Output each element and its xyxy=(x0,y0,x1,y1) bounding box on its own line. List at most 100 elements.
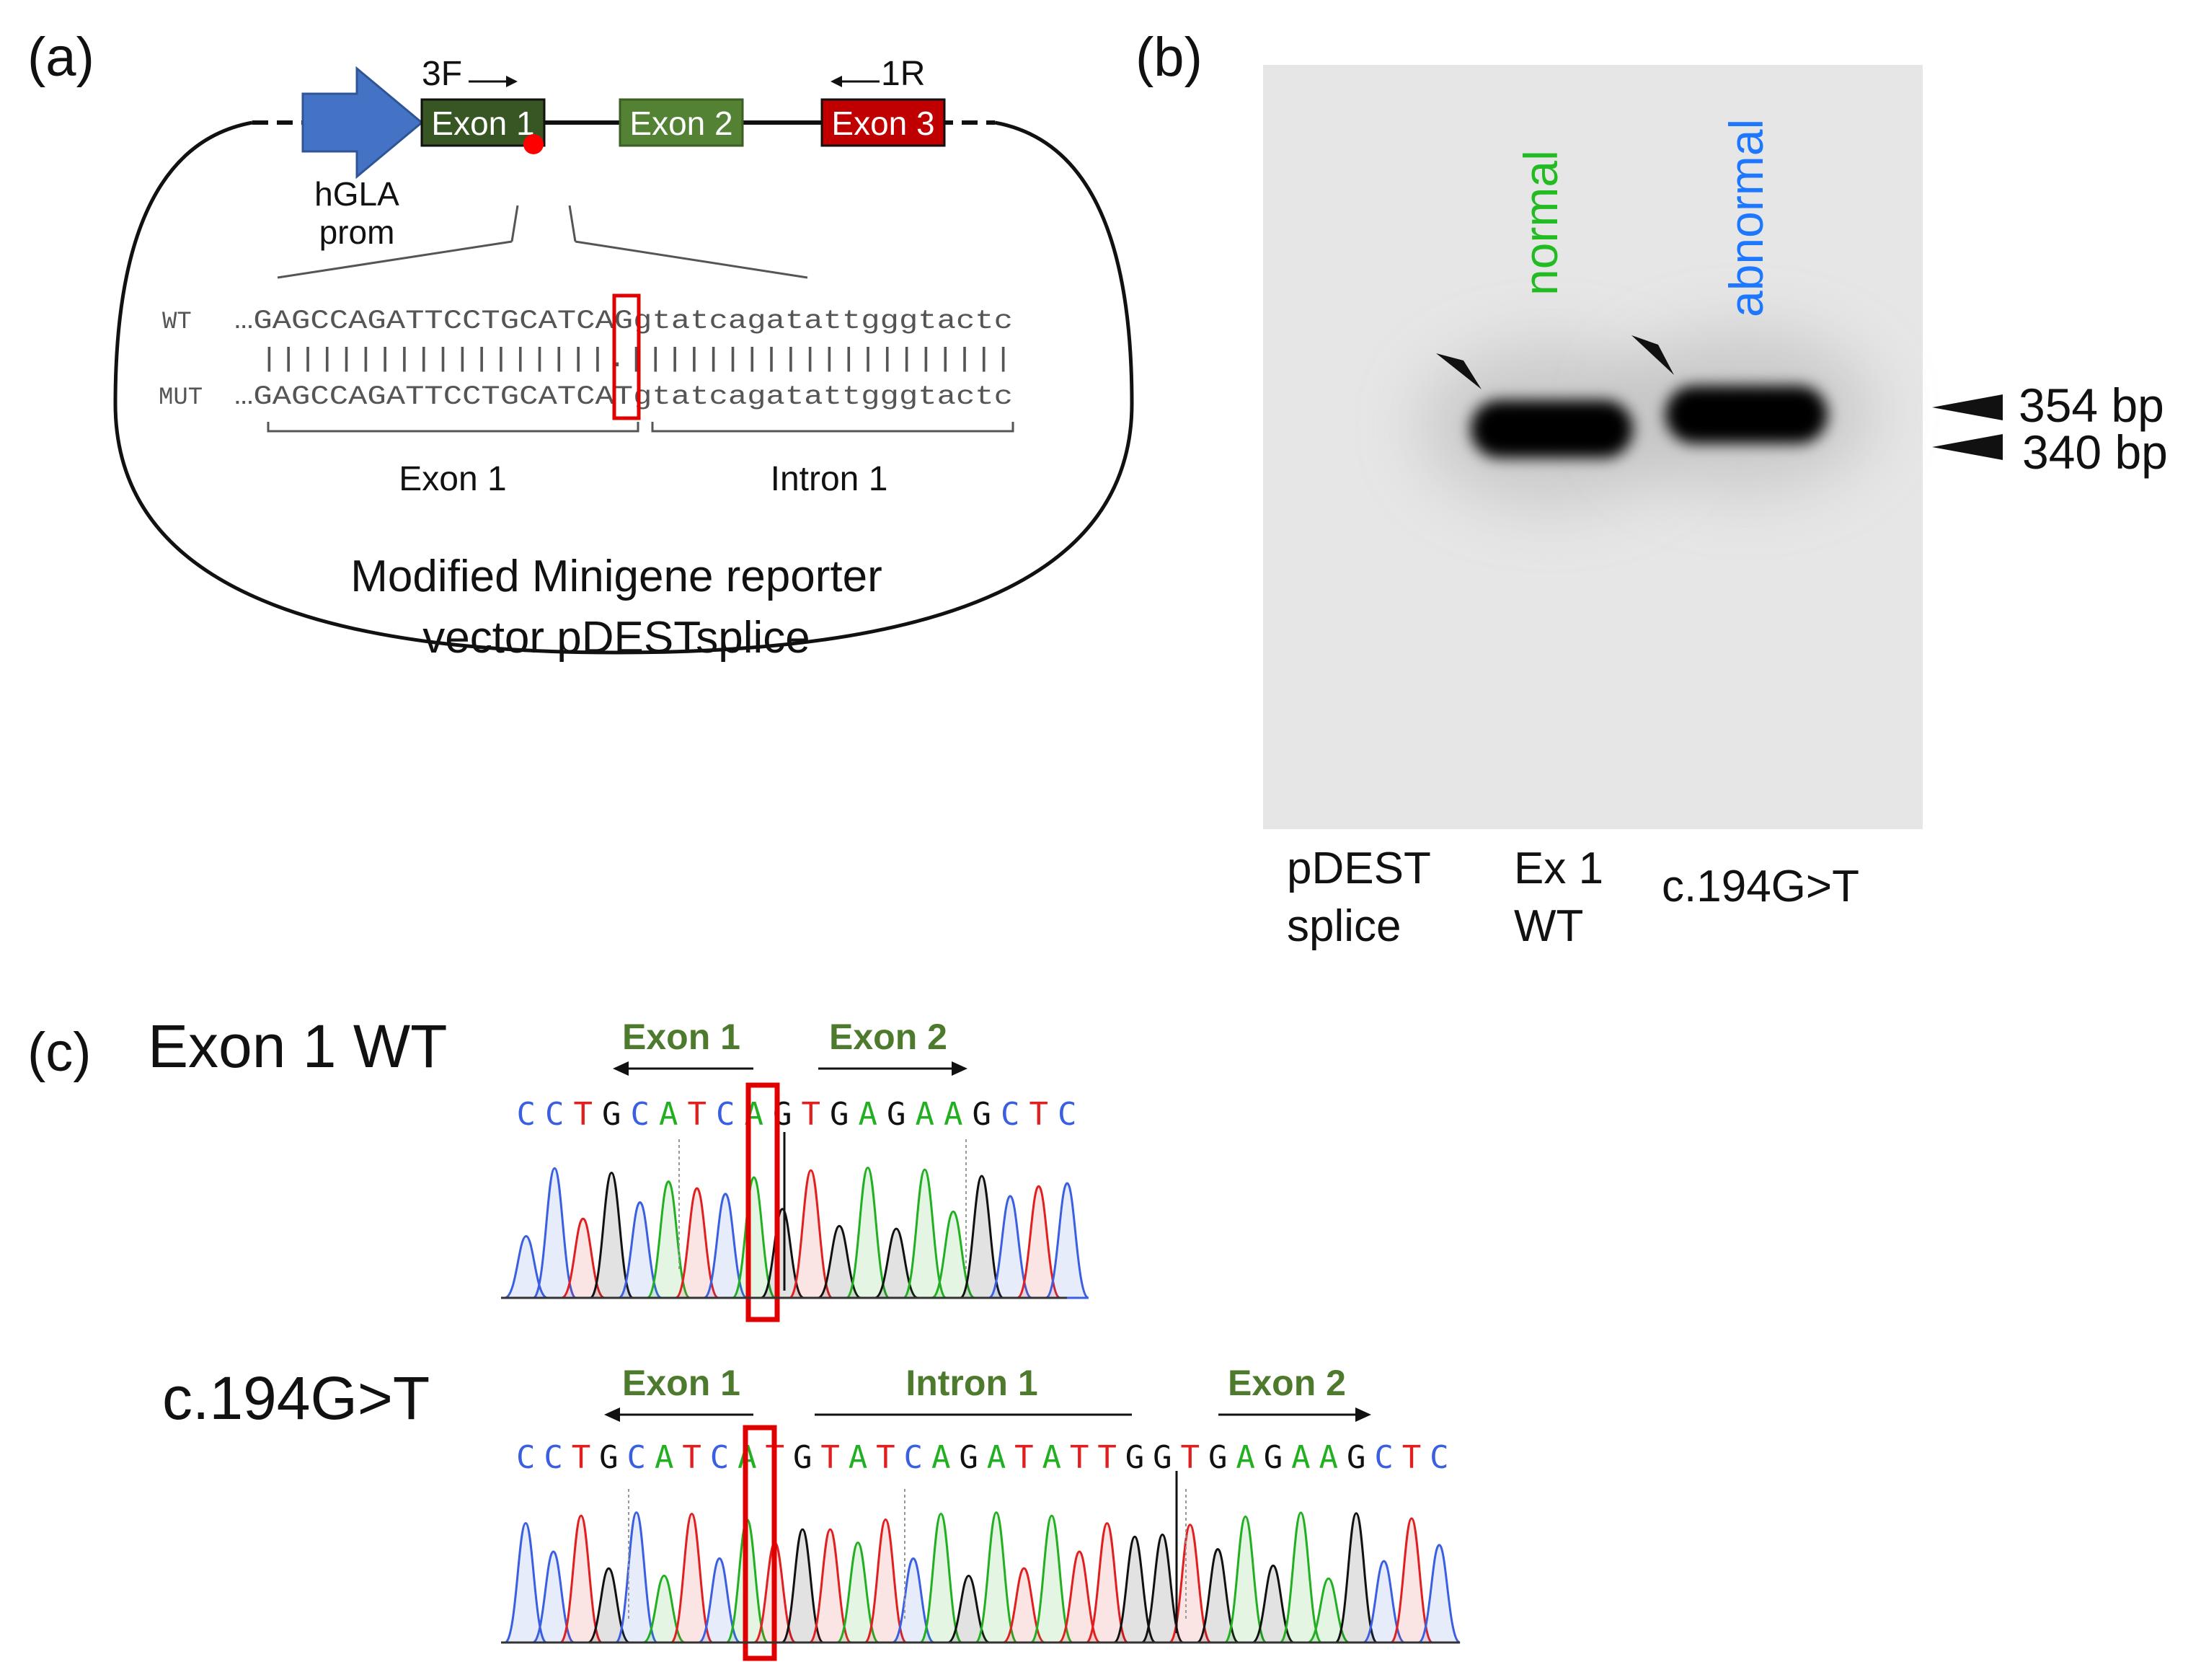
trace-wt-base-call: G xyxy=(830,1096,849,1133)
lane1-label-line2: splice xyxy=(1287,901,1401,951)
zoom-line-left-diag xyxy=(277,240,513,279)
trace-wt-peak xyxy=(817,1224,862,1299)
trace-mut-peak xyxy=(504,1522,547,1644)
trace-wt-peak xyxy=(846,1167,890,1299)
band-pointer-mut xyxy=(1631,335,1674,375)
trace-mut-base-call: G xyxy=(959,1439,978,1476)
exon3-box xyxy=(820,98,946,147)
trace-mut-base-call: A xyxy=(1236,1439,1255,1476)
promoter-label-line1: hGLA xyxy=(314,175,399,213)
primer-3f-arrowhead xyxy=(506,76,518,87)
band-label-abnormal: abnormal xyxy=(1719,119,1773,317)
region-exon1-label: Exon 1 xyxy=(399,460,506,498)
trace-wt-base-call: T xyxy=(1029,1096,1049,1133)
trace-mut-exon1-arrowhead xyxy=(604,1407,620,1422)
trace-mut-base-call: A xyxy=(849,1439,868,1476)
trace-mut-highlight-box xyxy=(743,1425,777,1661)
trace-mut-base-call: C xyxy=(544,1439,563,1476)
trace-mut-exon2-arrowhead xyxy=(1355,1407,1371,1422)
trace-mut-peak xyxy=(1030,1514,1073,1644)
trace-mut-peak xyxy=(1223,1515,1267,1644)
promoter-label-line2: prom xyxy=(319,213,395,251)
trace-mut-base-call: T xyxy=(820,1439,840,1476)
exon1-box-label: Exon 1 xyxy=(431,105,534,142)
trace-mut-base-call: A xyxy=(1042,1439,1062,1476)
trace-wt-base-call: G xyxy=(602,1096,621,1133)
trace-wt-region-exon2: Exon 2 xyxy=(829,1017,947,1057)
panel-b: (b) normal abnormal 354 bp 340 bp pDEST … xyxy=(1135,27,2168,951)
trace-mut-peak xyxy=(864,1518,908,1644)
promoter-arrow xyxy=(301,66,424,180)
trace-mut-base-call: T xyxy=(572,1439,591,1476)
trace-wt-base-call: A xyxy=(944,1096,963,1133)
trace-wt-peak xyxy=(561,1217,606,1299)
trace-mut-peak xyxy=(670,1512,714,1644)
trace-wt-peak xyxy=(931,1210,975,1299)
primer-1r-arrowhead xyxy=(831,76,842,87)
primer-1r-label: 1R xyxy=(881,55,925,93)
trace-mut-base-call: C xyxy=(904,1439,924,1476)
trace-mut-peak xyxy=(947,1574,991,1644)
trace-wt-exon2-arrowhead xyxy=(952,1061,967,1076)
exon3-box-label: Exon 3 xyxy=(831,105,934,142)
vector-caption-line1: Modified Minigene reporter xyxy=(350,552,882,601)
panel-a: (a) hGLA prom Exon 1 Exon 2 Exon 3 3F 1R xyxy=(27,27,1134,663)
trace-mut-peak xyxy=(974,1511,1019,1644)
match-line: ||||||||||||||||||.|||||||||||||||||||| xyxy=(260,345,1013,375)
trace-mut-peak xyxy=(1363,1560,1406,1644)
mutation-site-dot xyxy=(523,134,544,154)
exon1-bracket xyxy=(267,422,639,433)
trace-wt-peak xyxy=(1045,1182,1089,1299)
plasmid-vector-outline xyxy=(113,120,1134,655)
trace-wt-peak xyxy=(589,1172,634,1299)
trace-mut-base-call: A xyxy=(655,1439,674,1476)
trace-wt-peak xyxy=(732,1176,776,1299)
zoom-line-left xyxy=(510,205,519,242)
trace-wt-base-call: G xyxy=(973,1096,992,1133)
band-c194 xyxy=(1665,386,1828,443)
trace-mut-region-exon1: Exon 1 xyxy=(622,1363,740,1403)
marker-354-arrow xyxy=(1932,394,2003,420)
trace-wt-peak xyxy=(532,1167,577,1299)
band-label-normal: normal xyxy=(1514,150,1567,296)
trace-mut-peak xyxy=(698,1557,741,1644)
trace-mut-peak xyxy=(1307,1577,1350,1644)
trace-mut-peak xyxy=(614,1511,659,1644)
trace-mut-peak xyxy=(918,1512,963,1644)
panel-b-label: (b) xyxy=(1135,27,1203,88)
marker-354-label: 354 bp xyxy=(2019,379,2164,432)
lane1-label-line1: pDEST xyxy=(1287,844,1431,893)
lane2-label-line2: WT xyxy=(1514,901,1583,951)
exon2-box xyxy=(619,98,744,147)
trace-mut-base-call: T xyxy=(876,1439,895,1476)
band-ex1-wt xyxy=(1471,400,1633,458)
zoom-line-right xyxy=(568,205,577,242)
lane3-label-line1: c.194G>T xyxy=(1662,862,1859,911)
marker-340-arrow xyxy=(1932,434,2003,460)
trace-wt-base-call: A xyxy=(859,1096,878,1133)
trace-wt-highlight-box xyxy=(745,1082,780,1322)
exon2-box-label: Exon 2 xyxy=(629,105,732,142)
trace-wt-base-call: C xyxy=(631,1096,650,1133)
trace-mut-base-call: C xyxy=(516,1439,536,1476)
trace-mut-base-call: T xyxy=(1097,1439,1117,1476)
zoom-line-right-diag xyxy=(575,240,808,279)
band-pointer-wt xyxy=(1436,353,1482,389)
trace-mut-peak xyxy=(1279,1511,1323,1644)
trace-wt-base-call: T xyxy=(688,1096,707,1133)
trace-mut-base-call: T xyxy=(1402,1439,1422,1476)
mut-row-label: MUT xyxy=(159,384,203,412)
trace-mut-peak xyxy=(559,1514,603,1644)
trace-wt-base-call: C xyxy=(1058,1096,1077,1133)
trace-mut-base-call: A xyxy=(987,1439,1006,1476)
trace-mut-base-call: T xyxy=(1014,1439,1034,1476)
trace-mut-peak xyxy=(1390,1517,1433,1644)
trace-mut-base-call: C xyxy=(710,1439,730,1476)
trace-mut-peak xyxy=(1334,1512,1378,1644)
trace-mut-peak xyxy=(587,1567,630,1644)
